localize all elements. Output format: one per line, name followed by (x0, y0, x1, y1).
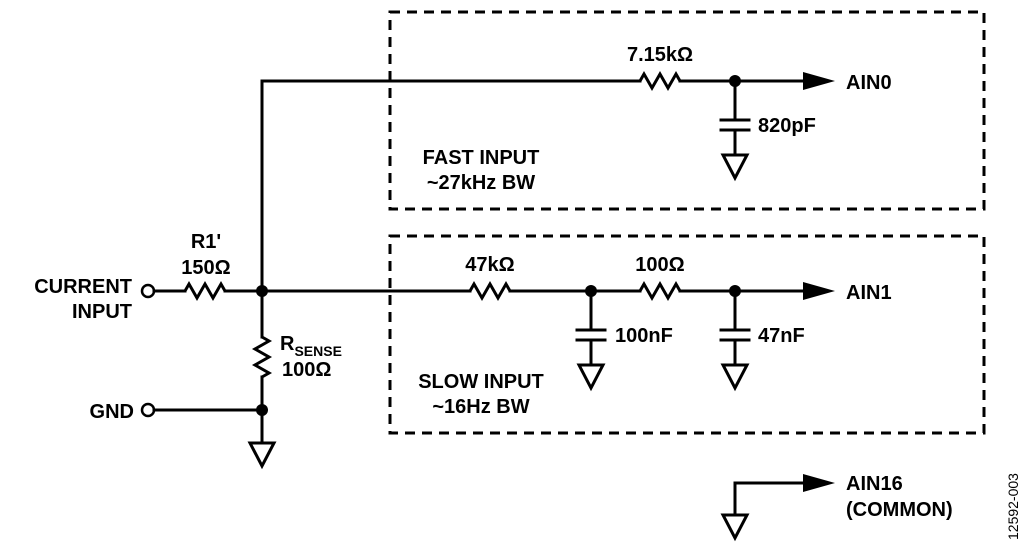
r1-value-label: 150Ω (181, 257, 230, 279)
fast-resistor (638, 70, 682, 92)
ain16-label: AIN16 (846, 473, 903, 495)
slow-capacitor2-label: 47nF (758, 325, 805, 347)
slow-capacitor1-label: 100nF (615, 325, 673, 347)
slow-input-box (388, 234, 986, 435)
current-input-label-line1: CURRENT (34, 276, 132, 298)
ground-icon (576, 363, 606, 392)
fast-resistor-label: 7.15kΩ (627, 44, 693, 66)
slow-resistor2-label: 100Ω (635, 254, 684, 276)
ground-icon (247, 441, 277, 470)
junction-node (256, 404, 268, 416)
slow-input-bandwidth: ~16Hz BW (432, 396, 529, 418)
fast-input-box (388, 10, 986, 211)
current-input-label-line2: INPUT (72, 301, 132, 323)
figure-id-label: 12592-003 (1005, 473, 1021, 540)
arrow-right-icon (803, 282, 835, 300)
common-label: (COMMON) (846, 499, 953, 521)
arrow-right-icon (803, 474, 835, 492)
fast-input-bandwidth: ~27kHz BW (427, 172, 535, 194)
r1-name-label: R1' (191, 231, 221, 253)
ground-icon (720, 363, 750, 392)
rsense-name-label: RSENSE (280, 333, 342, 359)
slow-resistor-2 (638, 280, 682, 302)
ain1-label: AIN1 (846, 282, 892, 304)
fast-capacitor-label: 820pF (758, 115, 816, 137)
slow-resistor-1 (468, 280, 512, 302)
r1-resistor (183, 280, 227, 302)
current-input-terminal (140, 283, 156, 299)
ground-icon (720, 153, 750, 182)
junction-node (256, 285, 268, 297)
rsense-name-main: R (280, 333, 295, 355)
rsense-value-label: 100Ω (282, 359, 331, 381)
rsense-resistor (251, 335, 273, 379)
ain0-label: AIN0 (846, 72, 892, 94)
slow-resistor1-label: 47kΩ (465, 254, 514, 276)
gnd-terminal (140, 402, 156, 418)
wire-common (733, 481, 807, 517)
ground-icon (720, 513, 750, 542)
fast-input-title: FAST INPUT (423, 147, 540, 169)
rsense-name-subscript: SENSE (294, 343, 341, 359)
gnd-label: GND (90, 401, 134, 423)
arrow-right-icon (803, 72, 835, 90)
slow-input-title: SLOW INPUT (418, 371, 544, 393)
